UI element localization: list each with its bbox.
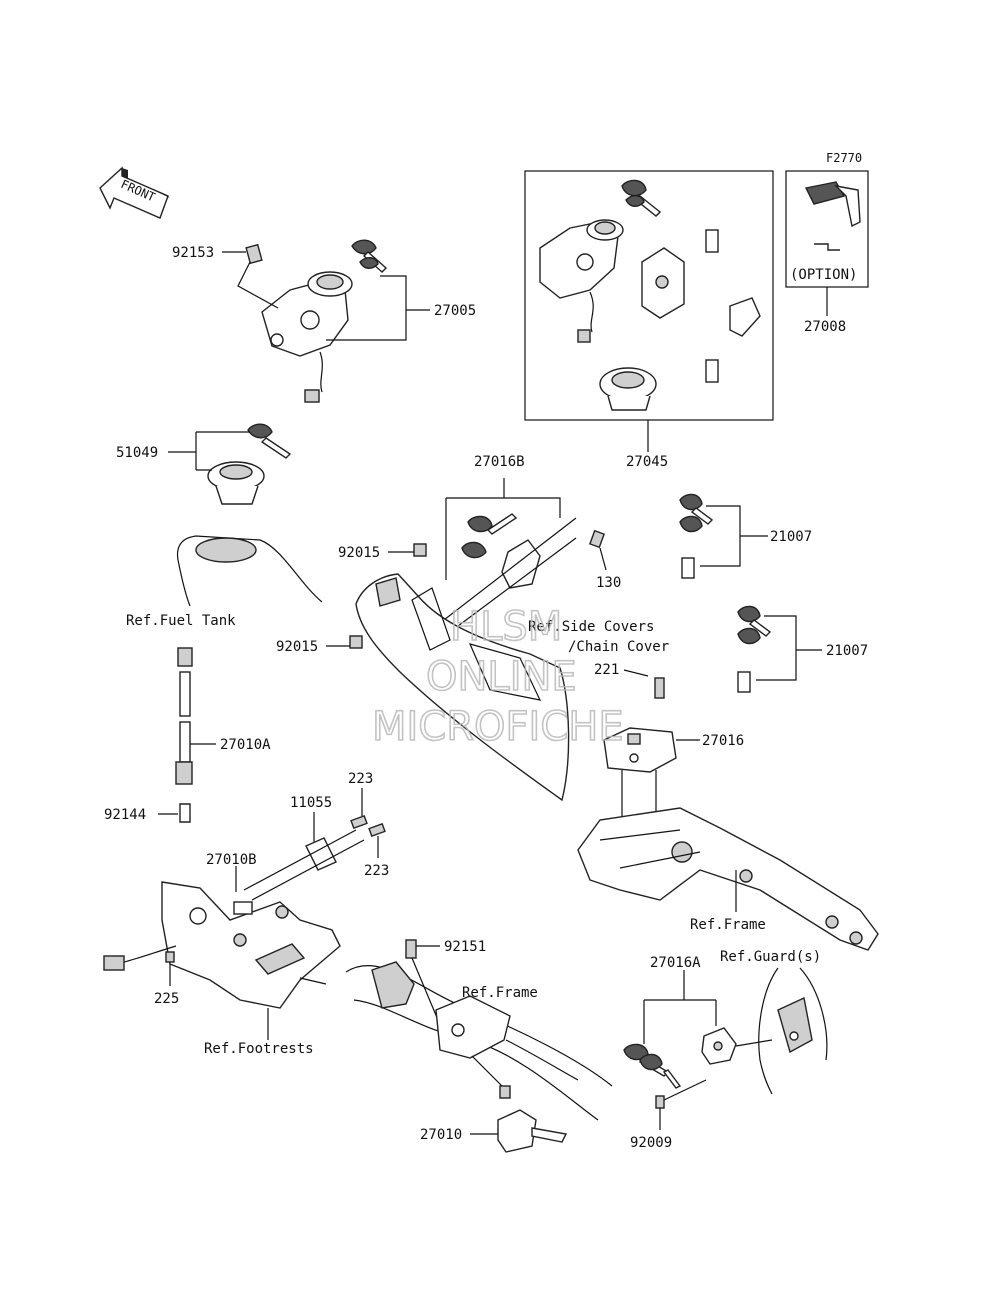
rear-frame-drawing [577,807,879,951]
fuel-cap-drawing [207,423,292,505]
switch-27010A-drawing [175,647,193,823]
part-label-27010B: 27010B [206,852,257,868]
guard-outline [758,967,828,1095]
part-label-92153: 92153 [172,245,214,261]
leader-92151 [411,945,440,1021]
leader-27016A [643,970,717,1044]
key-icon [804,181,861,251]
bracket-11055-drawing [243,829,365,901]
watermark-line3: MICROFICHE [372,704,624,750]
leader-130 [599,547,607,571]
watermark-line1: HLSM [450,604,562,650]
leader-27005 [326,275,430,341]
part-label-27010A: 27010A [220,737,271,753]
part-label-223-a: 223 [348,771,373,787]
leader-92153-b [237,261,279,309]
part-label-21007-a: 21007 [770,529,812,545]
part-label-27005: 27005 [434,303,476,319]
part-label-27010: 27010 [420,1127,462,1143]
seat-lock-bracket-drawing [603,727,677,773]
fuel-tank-outline [176,535,323,607]
part-label-221: 221 [594,662,619,678]
switch-27010-drawing [471,1055,568,1153]
diagram-code: F2770 [826,151,862,165]
part-label-27016: 27016 [702,733,744,749]
footrest-bracket-drawing [161,881,341,1009]
key-set-21007-a [679,493,714,579]
part-label-27016B: 27016B [474,454,525,470]
ref-fuel-tank: Ref.Fuel Tank [126,613,236,629]
part-label-11055: 11055 [290,795,332,811]
part-label-92015-b: 92015 [276,639,318,655]
key-set-21007-b [737,605,772,693]
front-arrow-icon: FRONT [99,166,170,219]
seat-lock-drawing [461,513,605,589]
option-label: (OPTION) [790,267,857,283]
ref-footrests: Ref.Footrests [204,1041,314,1057]
ignition-switch-drawing [245,239,388,403]
ref-chain-cover: /Chain Cover [568,639,669,655]
part-label-223-b: 223 [364,863,389,879]
part-label-27045: 27045 [626,454,668,470]
frame-tube-drawing [345,961,613,1121]
part-label-92009: 92009 [630,1135,672,1151]
part-label-51049: 51049 [116,445,158,461]
side-cover-drawing [349,543,570,802]
lock-27016A-drawing [623,1027,737,1089]
connector-225-drawing [103,945,177,971]
watermark: HLSM ONLINE MICROFICHE [371,603,624,751]
part-label-130: 130 [596,575,621,591]
ref-guards: Ref.Guard(s) [720,949,821,965]
part-label-92151: 92151 [444,939,486,955]
leader-92009 [659,1079,707,1130]
part-label-92144: 92144 [104,807,146,823]
part-label-21007-b: 21007 [826,643,868,659]
part-label-27008: 27008 [804,319,846,335]
kit-box-27045 [524,170,774,421]
leader-51049 [168,431,250,471]
leader-27016B [445,478,561,580]
ref-frame-right: Ref.Frame [690,917,766,933]
watermark-line2: ONLINE [426,654,577,700]
ref-side-covers: Ref.Side Covers [528,619,654,635]
ref-frame-bottom: Ref.Frame [462,985,538,1001]
part-label-27016A: 27016A [650,955,701,971]
leader-21007-b [756,615,822,681]
lock-set-drawing [539,179,761,411]
guard-guide [735,1039,773,1047]
leader-21007-a [700,505,768,567]
part-label-225: 225 [154,991,179,1007]
part-label-92015-a: 92015 [338,545,380,561]
